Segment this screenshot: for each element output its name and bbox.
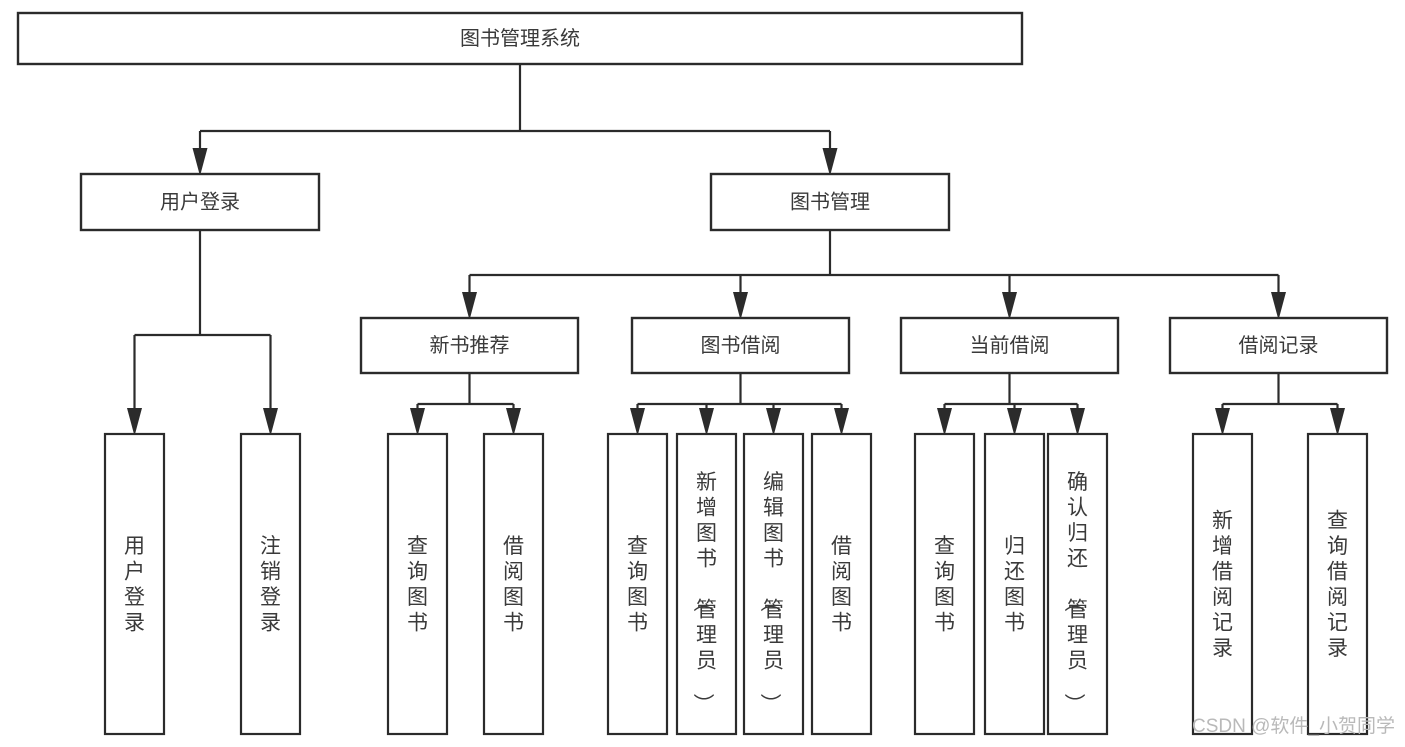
node-box-leaf-add-book-admin[interactable]: [675, 432, 738, 736]
arrowhead-icon: [1070, 408, 1085, 436]
node-leaf-add-book-admin[interactable]: 新增图书（管理员）: [675, 432, 738, 736]
node-box-leaf-query-book-current[interactable]: [913, 432, 976, 736]
node-label-leaf-query-book-borrow: 查询图书: [627, 535, 648, 635]
node-label-leaf-query-borrow-record: 查询借阅记录: [1327, 509, 1348, 660]
arrowhead-icon: [822, 148, 838, 176]
arrowhead-icon: [937, 408, 952, 436]
arrowhead-icon: [766, 408, 781, 436]
node-label-leaf-query-book-current: 查询图书: [934, 535, 955, 635]
node-label-leaf-borrow-book: 借阅图书: [831, 535, 852, 635]
arrowhead-icon: [834, 408, 849, 436]
connectors-layer: [127, 64, 1345, 436]
node-box-leaf-borrow-book[interactable]: [810, 432, 873, 736]
arrowhead-icon: [1215, 408, 1230, 436]
node-label-root: 图书管理系统: [460, 27, 580, 50]
node-box-leaf-add-borrow-record[interactable]: [1191, 432, 1254, 736]
node-leaf-confirm-return-admin[interactable]: 确认归还（管理员）: [1046, 432, 1109, 736]
arrowhead-icon: [699, 408, 714, 436]
connector-group-current-to-leaves: [937, 373, 1085, 436]
node-box-leaf-logout[interactable]: [239, 432, 302, 736]
node-label-leaf-add-book-admin: 新增图书（管理员）: [691, 471, 717, 714]
node-box-root[interactable]: [16, 11, 1024, 66]
node-leaf-query-borrow-record[interactable]: 查询借阅记录: [1306, 432, 1369, 736]
node-box-leaf-user-login[interactable]: [103, 432, 166, 736]
node-leaf-edit-book-admin[interactable]: 编辑图书（管理员）: [742, 432, 805, 736]
node-new-book-recommend[interactable]: 新书推荐: [359, 316, 580, 375]
node-box-leaf-query-book-recommend[interactable]: [386, 432, 449, 736]
node-label-leaf-confirm-return-admin: 确认归还（管理员）: [1062, 471, 1088, 714]
arrowhead-icon: [127, 408, 142, 436]
arrowhead-icon: [410, 408, 425, 436]
arrowhead-icon: [630, 408, 645, 436]
node-label-leaf-borrow-book-recommend: 借阅图书: [503, 535, 524, 635]
arrowhead-icon: [506, 408, 521, 436]
node-leaf-query-book-borrow[interactable]: 查询图书: [606, 432, 669, 736]
arrowhead-icon: [1330, 408, 1345, 436]
arrowhead-icon: [1007, 408, 1022, 436]
arrowhead-icon: [192, 148, 208, 176]
node-leaf-add-borrow-record[interactable]: 新增借阅记录: [1191, 432, 1254, 736]
node-box-leaf-return-book[interactable]: [983, 432, 1046, 736]
node-current-borrow[interactable]: 当前借阅: [899, 316, 1120, 375]
arrowhead-icon: [1002, 292, 1017, 320]
node-leaf-query-book-recommend[interactable]: 查询图书: [386, 432, 449, 736]
connector-group-recommend-to-leaves: [410, 373, 521, 436]
node-label-leaf-user-login: 用户登录: [124, 535, 145, 635]
node-box-borrow-record[interactable]: [1168, 316, 1389, 375]
node-label-book-borrow: 图书借阅: [701, 334, 781, 357]
node-box-book-management[interactable]: [709, 172, 951, 232]
connector-group-book-management-to-level2: [462, 230, 1286, 320]
node-label-leaf-query-book-recommend: 查询图书: [407, 535, 428, 635]
arrowhead-icon: [733, 292, 748, 320]
nodes-layer: 图书管理系统用户登录图书管理新书推荐图书借阅当前借阅借阅记录用户登录注销登录查询…: [16, 11, 1389, 736]
node-leaf-query-book-current[interactable]: 查询图书: [913, 432, 976, 736]
connector-group-root-to-level1: [192, 64, 838, 176]
node-label-book-management: 图书管理: [790, 190, 870, 213]
connector-group-record-to-leaves: [1215, 373, 1345, 436]
node-book-borrow[interactable]: 图书借阅: [630, 316, 851, 375]
node-book-management[interactable]: 图书管理: [709, 172, 951, 232]
node-borrow-record[interactable]: 借阅记录: [1168, 316, 1389, 375]
connector-group-user-login-to-leaves: [127, 230, 278, 436]
node-label-leaf-logout: 注销登录: [260, 535, 281, 635]
node-label-borrow-record: 借阅记录: [1239, 334, 1319, 357]
arrowhead-icon: [462, 292, 477, 320]
node-box-leaf-borrow-book-recommend[interactable]: [482, 432, 545, 736]
node-label-leaf-return-book: 归还图书: [1004, 535, 1025, 635]
node-label-leaf-edit-book-admin: 编辑图书（管理员）: [758, 471, 784, 714]
node-leaf-borrow-book-recommend[interactable]: 借阅图书: [482, 432, 545, 736]
node-box-user-login[interactable]: [79, 172, 321, 232]
node-leaf-logout[interactable]: 注销登录: [239, 432, 302, 736]
node-label-user-login: 用户登录: [160, 190, 240, 213]
node-box-leaf-query-borrow-record[interactable]: [1306, 432, 1369, 736]
node-label-new-book-recommend: 新书推荐: [430, 334, 510, 357]
arrowhead-icon: [263, 408, 278, 436]
node-box-book-borrow[interactable]: [630, 316, 851, 375]
arrowhead-icon: [1271, 292, 1286, 320]
node-leaf-user-login[interactable]: 用户登录: [103, 432, 166, 736]
node-box-leaf-query-book-borrow[interactable]: [606, 432, 669, 736]
node-label-current-borrow: 当前借阅: [970, 334, 1050, 357]
node-user-login[interactable]: 用户登录: [79, 172, 321, 232]
node-root[interactable]: 图书管理系统: [16, 11, 1024, 66]
node-leaf-borrow-book[interactable]: 借阅图书: [810, 432, 873, 736]
csdn-watermark: CSDN @软件_小贺同学: [1192, 715, 1395, 737]
node-leaf-return-book[interactable]: 归还图书: [983, 432, 1046, 736]
node-box-leaf-edit-book-admin[interactable]: [742, 432, 805, 736]
node-box-leaf-confirm-return-admin[interactable]: [1046, 432, 1109, 736]
connector-group-borrow-to-leaves: [630, 373, 849, 436]
node-box-current-borrow[interactable]: [899, 316, 1120, 375]
node-label-leaf-add-borrow-record: 新增借阅记录: [1212, 509, 1233, 660]
node-box-new-book-recommend[interactable]: [359, 316, 580, 375]
